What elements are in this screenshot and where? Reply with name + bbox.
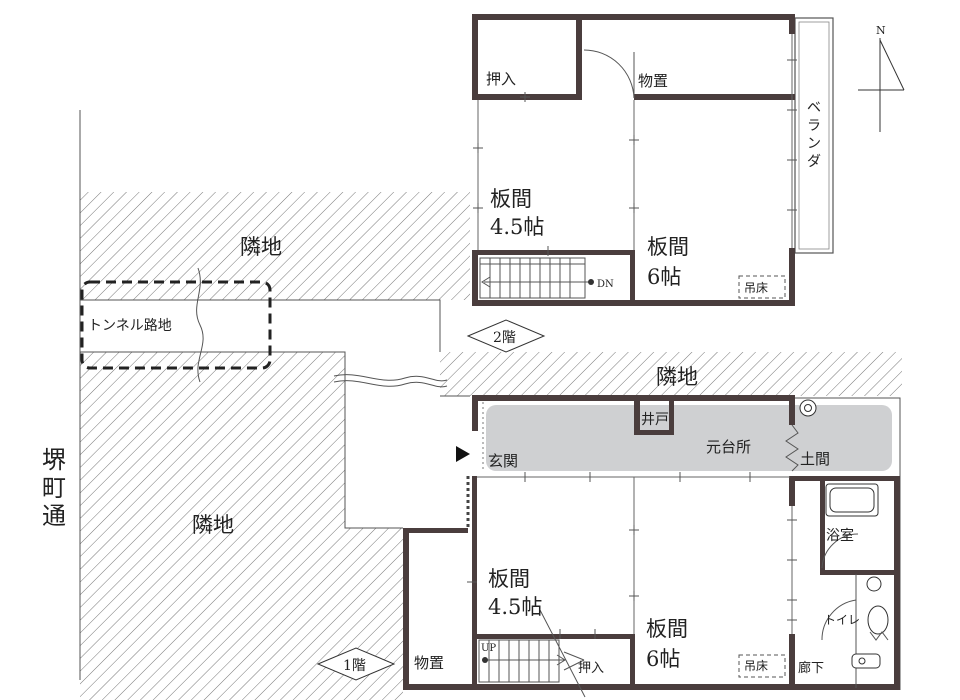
ido-label: 井戸: [641, 412, 669, 428]
tunnel-alley: [80, 300, 472, 528]
veranda-char-3: ン: [807, 136, 821, 152]
floor1-marker: 1階: [316, 647, 396, 681]
veranda-char-2: ラ: [807, 118, 821, 134]
f1-up-label: UP: [481, 643, 496, 654]
neighbor-lot-west: [80, 192, 470, 300]
doma-band: [486, 405, 892, 471]
yokushitsu-label: 浴室: [826, 527, 854, 544]
f2-monooki-label: 物置: [638, 72, 668, 90]
street-char-2: 町: [42, 474, 66, 502]
toilet-label: トイレ: [824, 613, 860, 627]
north-arrow-icon: N: [858, 24, 905, 132]
street-char-1: 堺: [42, 446, 66, 474]
f2-room-b-label-1: 板間: [647, 235, 689, 259]
floor2-plan: 押入 物置 板間 4.5帖 板間 6帖 DN 吊床 ベ ラ ン ダ: [472, 14, 834, 306]
neighbor-label-southwest: 隣地: [192, 513, 234, 537]
neighbor-lot-southwest: [80, 352, 403, 700]
floor1-plan: 井戸 元台所 土間 玄関 浴室 トイレ 板間 4.5帖 板間 6帖 UP 押入 …: [403, 395, 901, 698]
f2-tsuridoko-label: 吊床: [744, 281, 768, 295]
f1-oshiire-label: 押入: [578, 661, 604, 676]
street-char-3: 通: [42, 502, 66, 530]
f2-room-b-label-2: 6帖: [647, 265, 681, 289]
genkan-label: 玄関: [488, 452, 518, 470]
f1-tsuridoko-label: 吊床: [744, 659, 768, 673]
f1-monooki-label: 物置: [414, 654, 444, 672]
motodaidokoro-label: 元台所: [706, 438, 751, 456]
f1-room-a-label-1: 板間: [488, 567, 530, 591]
entrance-arrow-icon: [456, 446, 470, 462]
f1-room-a-label-2: 4.5帖: [488, 595, 542, 619]
dn-marker-icon: [588, 279, 594, 285]
veranda-char-1: ベ: [807, 100, 821, 116]
toilet-icon: [867, 605, 889, 635]
f2-room-a-label-1: 板間: [490, 187, 532, 211]
f2-room-a-label-2: 4.5帖: [490, 215, 544, 239]
f2-dn-label: DN: [597, 279, 614, 290]
neighbor-label-north: 隣地: [656, 365, 698, 389]
north-label: N: [876, 24, 886, 37]
svg-text:1階: 1階: [343, 658, 366, 674]
rouka-label: 廊下: [798, 660, 824, 676]
floor2-marker: 2階: [466, 319, 546, 353]
doma-label: 土間: [800, 450, 830, 468]
veranda-char-4: ダ: [807, 154, 821, 170]
f1-room-b-label-1: 板間: [646, 617, 688, 641]
tunnel-dashed-box: [80, 280, 272, 370]
tunnel-label: トンネル路地: [88, 318, 172, 334]
neighbor-label-west: 隣地: [240, 235, 282, 259]
washbasin-icon: [866, 576, 882, 592]
svg-text:2階: 2階: [493, 330, 516, 346]
sink-icon: [799, 399, 817, 417]
neighbor-lot-north: [440, 352, 902, 396]
f2-oshiire-label: 押入: [486, 70, 516, 88]
tap-icon: [851, 653, 881, 669]
f1-room-b-label-2: 6帖: [646, 647, 680, 671]
up-marker-icon: [482, 657, 488, 663]
